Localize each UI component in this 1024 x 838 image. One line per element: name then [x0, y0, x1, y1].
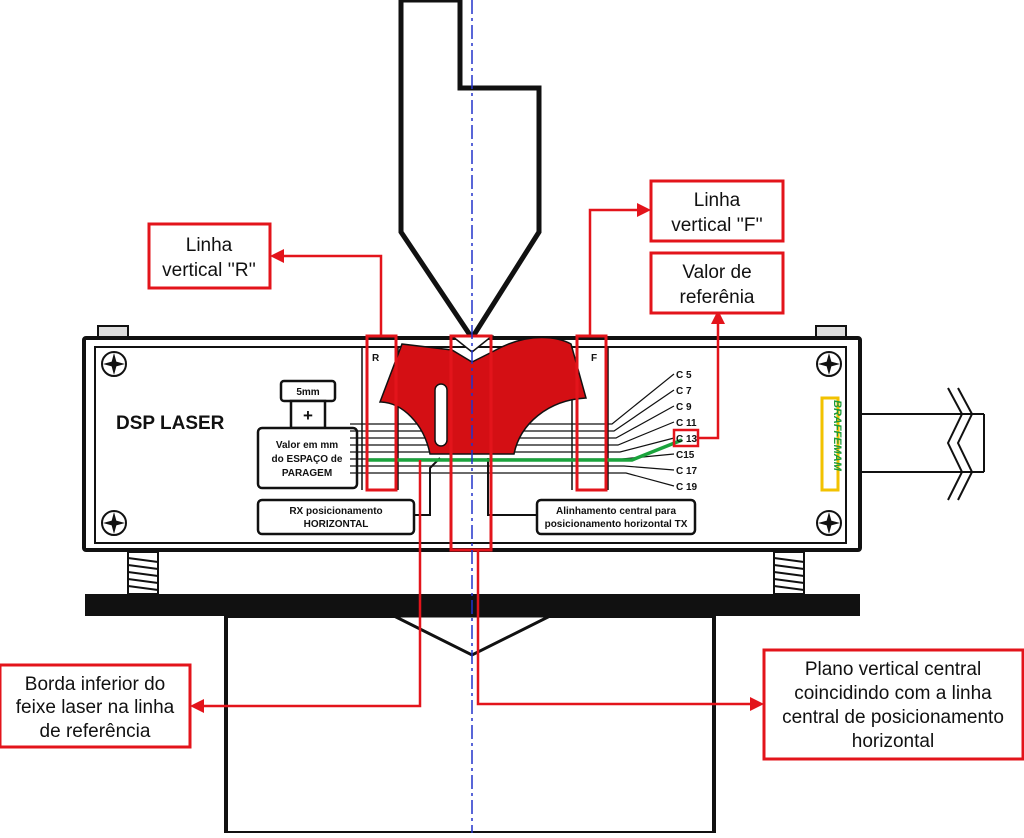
callout-bottom-edge-3: de referência	[40, 721, 151, 742]
stop-gap-line-3: PARAGEM	[282, 468, 332, 479]
callout-ref-value: Valor de referênia	[649, 251, 785, 315]
callout-central-plane: Plano vertical central coincidindo com a…	[762, 648, 1024, 761]
callout-ref-value-2: referênia	[680, 287, 755, 308]
scale-tick-label: C15	[676, 450, 695, 461]
scale-tick-label: C 17	[676, 466, 698, 477]
center-highlight	[449, 334, 493, 552]
plus-icon: +	[303, 406, 313, 425]
stop-gap-box: Valor em mm do ESPAÇO de PARAGEM	[256, 426, 359, 490]
callout-bottom-edge-1: Borda inferior do	[25, 674, 165, 695]
stop-gap-line-1: Valor em mm	[276, 440, 338, 451]
callout-bottom-edge: Borda inferior do feixe laser na linha d…	[0, 663, 192, 749]
scale-tick-label: C 11	[676, 418, 697, 429]
tx-line-2: posicionamento horizontal TX	[545, 519, 688, 530]
rx-label-box: RX posicionamento HORIZONTAL	[256, 498, 416, 536]
f-highlight	[575, 334, 608, 492]
laser-die-shape	[378, 335, 587, 455]
rx-line-1: RX posicionamento	[289, 506, 382, 517]
step-value: 5mm	[296, 387, 319, 398]
scale-line	[350, 465, 675, 471]
callout-line-r-2: vertical ''R''	[162, 260, 256, 281]
scale-tick-label: C 13	[676, 434, 698, 445]
lower-die	[224, 614, 716, 835]
tx-label-box: Alinhamento central para posicionamento …	[535, 498, 697, 536]
laser-reference-line	[368, 438, 683, 462]
r-label: R	[372, 353, 380, 364]
callout-line-f-2: vertical ''F''	[671, 215, 763, 236]
scale-tick-label: C 7	[676, 386, 692, 397]
right-spring	[773, 551, 805, 595]
stop-gap-line-2: do ESPAÇO de	[272, 454, 343, 465]
left-spring	[127, 551, 159, 595]
tx-line-1: Alinhamento central para	[556, 506, 676, 517]
callout-central-plane-3: central de posicionamento	[782, 707, 1004, 728]
callout-central-plane-2: coincidindo com a linha	[794, 683, 992, 704]
callout-central-plane-1: Plano vertical central	[805, 659, 981, 680]
scale-tick-label: C 9	[676, 402, 692, 413]
laser-slot	[434, 383, 448, 447]
leader-r	[282, 254, 383, 336]
screw-icon-top-left	[101, 351, 127, 377]
callout-bottom-edge-2: feixe laser na linha	[16, 697, 175, 718]
screw-icon-bottom-left	[101, 510, 127, 536]
brand-logo: BRAFFEMAM	[820, 396, 843, 492]
callout-line-f-1: Linha	[694, 190, 741, 211]
callout-line-r: Linha vertical ''R''	[147, 222, 272, 290]
leader-lines	[202, 208, 752, 708]
side-cable	[860, 387, 985, 501]
rx-connector	[414, 457, 441, 516]
screw-icon-top-right	[816, 351, 842, 377]
device-title: DSP LASER	[116, 413, 225, 434]
callout-line-f: Linha vertical ''F''	[649, 179, 785, 243]
callout-ref-value-1: Valor de	[682, 262, 751, 283]
f-label: F	[591, 353, 597, 364]
leader-ref	[698, 322, 720, 440]
screw-icon-bottom-right	[816, 510, 842, 536]
leader-f	[588, 208, 640, 336]
brand-name: BRAFFEMAM	[831, 400, 843, 472]
callout-central-plane-4: horizontal	[852, 731, 934, 752]
leader-central	[476, 550, 752, 706]
scale-line	[350, 472, 675, 487]
arrowheads	[190, 203, 764, 713]
leader-bottom-edge	[202, 460, 422, 708]
scale-labels: C 5 C 7 C 9 C 11 C 13 C15 C 17 C 19	[676, 370, 698, 493]
scale-tick-label: C 19	[676, 482, 698, 493]
callout-line-r-1: Linha	[186, 235, 233, 256]
rx-line-2: HORIZONTAL	[304, 519, 369, 530]
upper-punch	[398, 0, 542, 343]
scale-tick-label: C 5	[676, 370, 692, 381]
tx-connector	[487, 458, 537, 516]
